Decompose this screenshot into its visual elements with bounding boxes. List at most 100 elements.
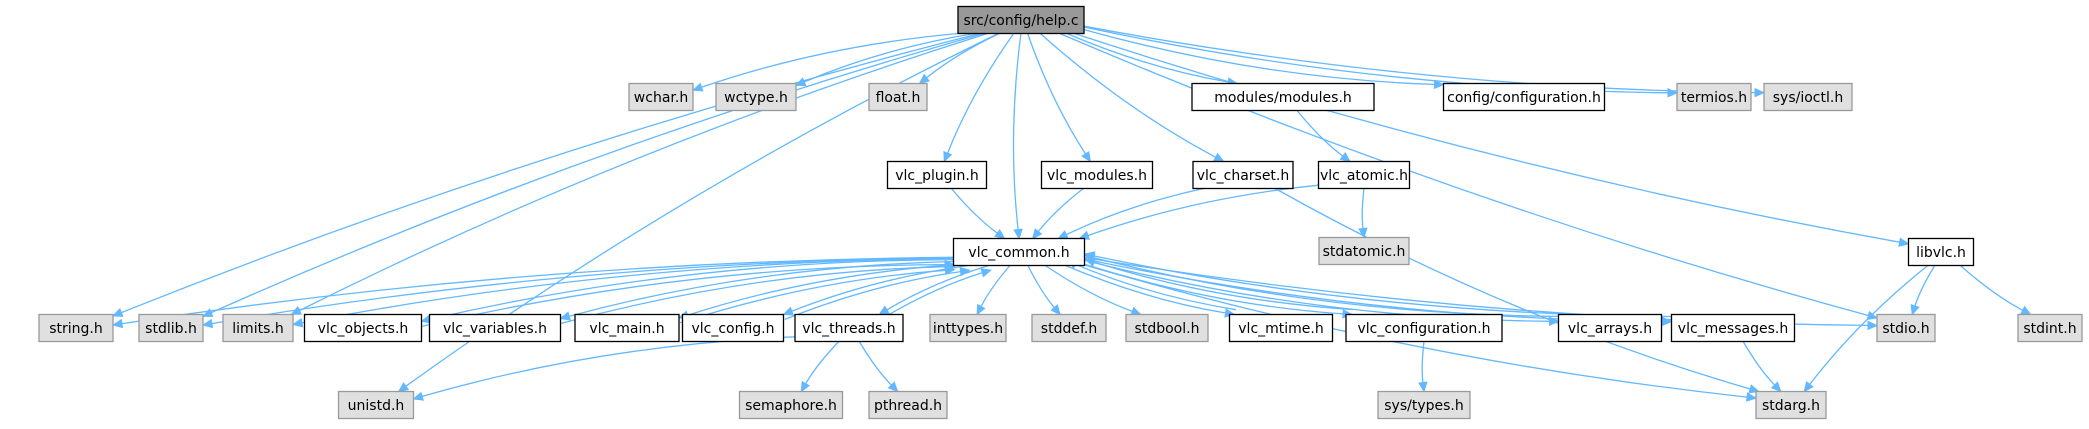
edge-arrowhead (1083, 251, 1096, 261)
edge-root-to-string (111, 32, 980, 317)
node-box (222, 313, 294, 343)
edge-vlc_messages-to-stdarg (1742, 341, 1782, 393)
edge-line (1074, 263, 1237, 311)
edge-vlc_configuration-to-sys_types (1418, 341, 1428, 393)
edge-line (1742, 341, 1776, 386)
node-wctype: wctype.h (715, 82, 797, 112)
edge-root-to-vlc_modules (1026, 33, 1092, 163)
node-vlc-objects[interactable]: vlc_objects.h (303, 313, 423, 343)
node-box (886, 160, 988, 190)
node-box (1670, 313, 1796, 343)
node-box (1345, 313, 1503, 343)
edge-arrowhead (1031, 228, 1043, 240)
node-label: modules/modules.h (1214, 90, 1352, 106)
node-box (1557, 313, 1663, 343)
node-label: config/configuration.h (1447, 90, 1601, 106)
node-stdint: stdint.h (2017, 313, 2083, 343)
node-box (1228, 313, 1334, 343)
node-box (868, 82, 928, 112)
node-vlc-main[interactable]: vlc_main.h (574, 313, 680, 343)
node-libvlc[interactable]: libvlc.h (1907, 237, 1975, 267)
edge-line (1027, 265, 1055, 309)
node-box (2017, 313, 2083, 343)
node-box (715, 82, 797, 112)
node-vlc-variables[interactable]: vlc_variables.h (428, 313, 562, 343)
edge-line (1083, 28, 1435, 86)
node-configuration[interactable]: config/configuration.h (1442, 82, 1606, 112)
edge-vlc_threads-to-semaphore (800, 341, 840, 393)
edge-line (1074, 32, 1900, 243)
node-box (428, 313, 562, 343)
edge-line (1296, 110, 1344, 157)
node-string: string.h (38, 313, 114, 343)
node-label: float.h (876, 90, 921, 106)
node-label: vlc_modules.h (1047, 168, 1147, 184)
node-vlc-threads[interactable]: vlc_threads.h (794, 313, 904, 343)
node-label: termios.h (1681, 90, 1747, 106)
edge-root-to-configuration (1083, 28, 1445, 90)
edge-vlc_common-to-stdlib (201, 257, 954, 329)
node-modules[interactable]: modules/modules.h (1191, 82, 1375, 112)
edge-arrowhead (1770, 381, 1782, 393)
node-float: float.h (868, 82, 928, 112)
node-vlc-messages[interactable]: vlc_messages.h (1670, 313, 1796, 343)
node-label: libvlc.h (1916, 245, 1966, 261)
node-label: semaphore.h (745, 398, 837, 414)
node-vlc-config[interactable]: vlc_config.h (681, 313, 785, 343)
edge-arrowhead (887, 381, 899, 393)
node-vlc-arrays[interactable]: vlc_arrays.h (1557, 313, 1663, 343)
edge-arrowhead (782, 306, 795, 316)
node-box (303, 313, 423, 343)
node-label: sys/types.h (1384, 398, 1463, 414)
node-label: vlc_threads.h (802, 321, 895, 337)
node-vlc-common[interactable]: vlc_common.h (952, 237, 1086, 267)
node-unistd: unistd.h (337, 390, 415, 420)
edge-arrowhead (994, 228, 1006, 240)
edge-root-to-libvlc (1074, 32, 1910, 247)
edge-vlc_common-to-vlc_variables (559, 260, 954, 321)
node-box (1031, 313, 1107, 343)
edge-line (421, 263, 946, 327)
node-label: sys/ioctl.h (1773, 90, 1843, 106)
node-vlc-mtime[interactable]: vlc_mtime.h (1228, 313, 1334, 343)
node-box (1442, 82, 1606, 112)
edge-arrowhead (2019, 305, 2032, 316)
node-sys-types: sys/types.h (1377, 390, 1471, 420)
node-vlc-charset[interactable]: vlc_charset.h (1192, 160, 1294, 190)
node-label: vlc_charset.h (1197, 168, 1290, 184)
node-vlc-configuration[interactable]: vlc_configuration.h (1345, 313, 1503, 343)
node-label: stdarg.h (1762, 398, 1820, 414)
edge-arrowhead (878, 305, 890, 316)
edge-arrowhead (944, 265, 956, 275)
edge-vlc_charset-to-stdarg (1274, 187, 1760, 394)
node-label: stdint.h (2023, 321, 2076, 337)
node-box (1040, 160, 1154, 190)
node-vlc-modules[interactable]: vlc_modules.h (1040, 160, 1154, 190)
node-label: vlc_config.h (691, 321, 774, 337)
node-box (138, 313, 204, 343)
edge-arrowhead (397, 382, 410, 393)
edge-arrowhead (1803, 381, 1814, 393)
node-label: vlc_plugin.h (895, 168, 979, 184)
node-label: stdlib.h (145, 321, 197, 337)
edge-vlc_config-to-vlc_common (784, 266, 971, 321)
edge-line (561, 266, 946, 325)
node-vlc-atomic[interactable]: vlc_atomic.h (1317, 160, 1411, 190)
edge-arrowhead (1050, 304, 1061, 316)
node-label: vlc_arrays.h (1568, 321, 1652, 337)
edge-vlc_threads-to-vlc_common (880, 268, 992, 320)
edge-vlc_atomic-to-stdatomic (1358, 188, 1368, 239)
node-box (681, 313, 785, 343)
edge-line (1809, 264, 1929, 385)
edge-root-to-wchar (691, 32, 959, 92)
edge-line (980, 265, 1011, 307)
node-label: string.h (49, 321, 103, 337)
node-limits: limits.h (222, 313, 294, 343)
edge-arrowhead (291, 318, 304, 328)
node-label: wchar.h (634, 90, 688, 106)
node-vlc-plugin[interactable]: vlc_plugin.h (886, 160, 988, 190)
edge-vlc_common-to-vlc_threads (878, 264, 989, 316)
edge-line (804, 32, 975, 83)
node-box (1676, 82, 1752, 112)
